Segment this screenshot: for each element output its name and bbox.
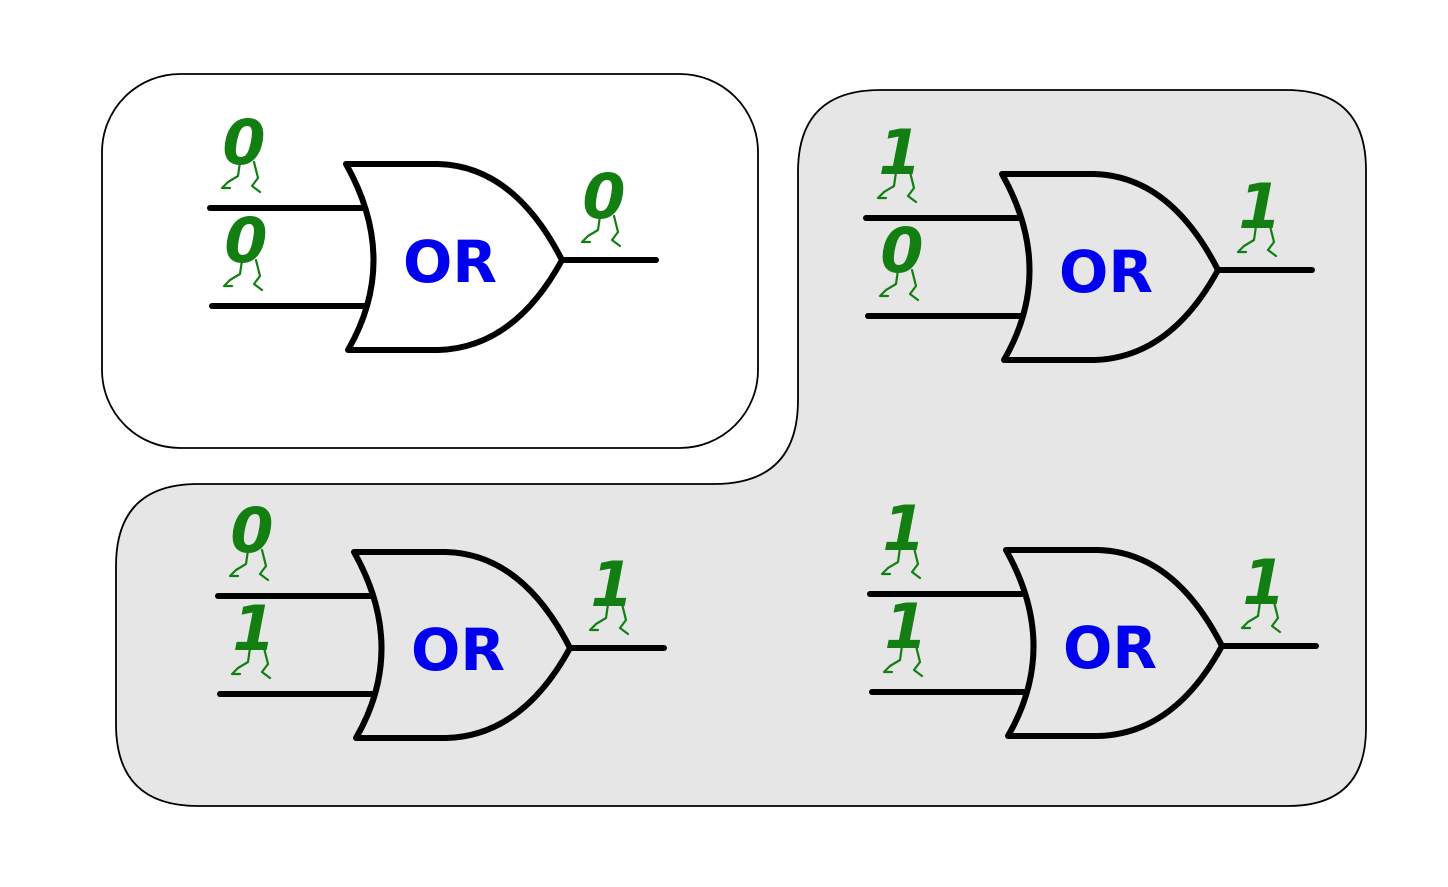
gate-1-0-input-bit-b-legs	[878, 268, 920, 302]
gate-0-0-input-bit-b: 0	[222, 204, 268, 292]
gate-1-0-output-bit-digit: 1	[1238, 170, 1281, 243]
gate-0-1-input-bit-a-digit: 0	[230, 494, 273, 567]
gate-0-1-output-bit-legs	[588, 602, 630, 636]
gate-0-0-input-bit-a: 0	[220, 106, 266, 194]
gate-0-0-gate-label: OR	[403, 228, 497, 296]
gate-0-1-input-bit-b-legs	[230, 646, 272, 680]
gate-0-1-input-bit-a: 0	[228, 494, 274, 582]
gate-1-1-output-bit-digit: 1	[1242, 546, 1285, 619]
gate-1-1-output-bit: 1	[1240, 546, 1286, 634]
gate-0-1-input-bit-a-legs	[228, 548, 270, 582]
gate-0-0-output-bit: 0	[580, 160, 626, 248]
gate-0-0-input-bit-b-legs	[222, 258, 264, 292]
gate-1-0-input-bit-b: 0	[878, 214, 924, 302]
gate-1-1-input-bit-a-legs	[880, 546, 922, 580]
gate-0-1-gate-label: OR	[411, 616, 505, 684]
gate-1-1-input-bit-a-digit: 1	[882, 492, 925, 565]
gate-1-0: OR 1 0 1	[863, 116, 1315, 363]
gate-1-0-input-bit-a-legs	[876, 170, 918, 204]
gate-1-1-gate-label: OR	[1063, 614, 1157, 682]
gate-1-0-input-bit-b-digit: 0	[880, 214, 923, 287]
gate-0-0-output-bit-legs	[580, 214, 622, 248]
gate-0-0: OR 0 0 0	[207, 106, 659, 353]
gate-1-1: OR 1 1 1	[867, 492, 1319, 739]
gate-0-1-output-bit: 1	[588, 548, 634, 636]
gate-1-1-input-bit-a: 1	[880, 492, 926, 580]
gate-1-1-input-bit-b-legs	[882, 644, 924, 678]
gate-1-1-or-gate-body	[1003, 547, 1225, 739]
gate-1-0-or-gate-body	[999, 171, 1221, 363]
gate-0-0-input-bit-b-digit: 0	[224, 204, 267, 277]
gate-1-0-output-bit: 1	[1236, 170, 1282, 258]
gate-0-0-or-gate-body	[343, 161, 565, 353]
gate-1-0-output-bit-legs	[1236, 224, 1278, 258]
gate-1-0-input-bit-a: 1	[876, 116, 922, 204]
gate-1-0-gate-label: OR	[1059, 238, 1153, 306]
gate-0-1-input-bit-b: 1	[230, 592, 276, 680]
gate-0-1: OR 0 1 1	[215, 494, 667, 741]
gate-0-1-input-bit-b-digit: 1	[232, 592, 275, 665]
gate-1-1-output-bit-legs	[1240, 600, 1282, 634]
gate-1-1-input-bit-b: 1	[882, 590, 928, 678]
gate-0-1-output-bit-digit: 1	[590, 548, 633, 621]
gate-1-1-input-bit-b-digit: 1	[884, 590, 927, 663]
gate-0-0-input-bit-a-legs	[220, 160, 262, 194]
gate-0-1-or-gate-body	[351, 549, 573, 741]
gate-0-0-output-bit-digit: 0	[582, 160, 625, 233]
gate-1-0-input-bit-a-digit: 1	[878, 116, 921, 189]
gate-0-0-input-bit-a-digit: 0	[222, 106, 265, 179]
